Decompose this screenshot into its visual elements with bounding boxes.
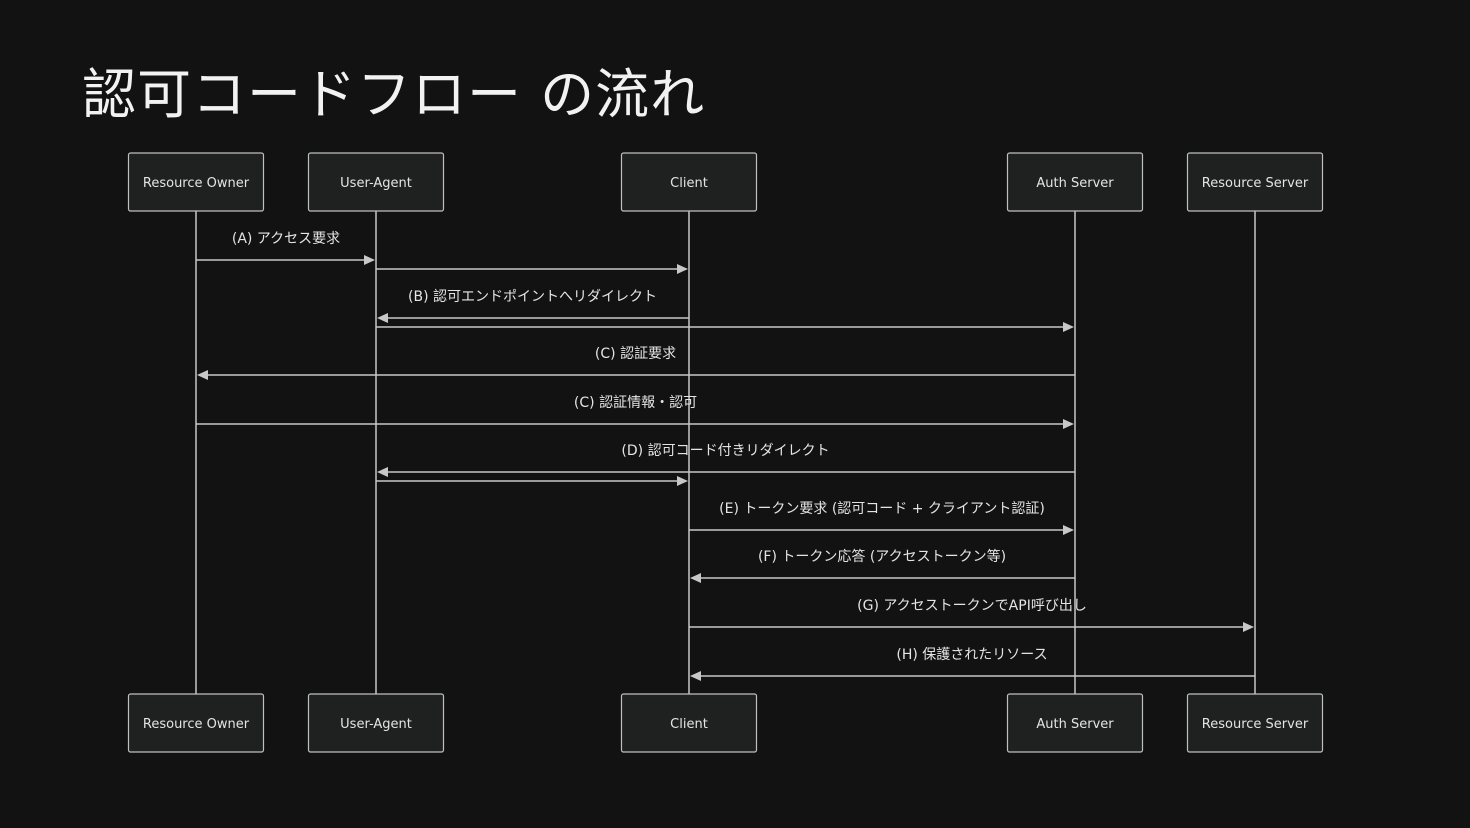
message-label: (D) 認可コード付きリダイレクト [621, 443, 829, 459]
participant-top-as: Auth Server [1006, 152, 1144, 212]
message-label: (A) アクセス要求 [232, 231, 340, 247]
participant-label: User-Agent [340, 176, 412, 191]
arrowhead [1063, 322, 1074, 332]
message-8: (E) トークン要求 (認可コード + クライアント認証) [689, 501, 1074, 535]
arrowhead [197, 370, 208, 380]
participant-bottom-ro: Resource Owner [127, 693, 265, 753]
participant-label: Resource Owner [143, 176, 250, 191]
message-1 [376, 264, 688, 274]
message-2: (B) 認可エンドポイントへリダイレクト [377, 289, 689, 323]
arrowhead [677, 476, 688, 486]
participant-label: Auth Server [1036, 176, 1114, 191]
participant-box [307, 152, 445, 212]
arrowhead [1243, 622, 1254, 632]
participant-bottom-as: Auth Server [1006, 693, 1144, 753]
message-label: (B) 認可エンドポイントへリダイレクト [408, 289, 657, 305]
participant-box [127, 693, 265, 753]
arrowhead [1063, 419, 1074, 429]
participant-bottom-ua: User-Agent [307, 693, 445, 753]
participant-bottom-rs: Resource Server [1186, 693, 1324, 753]
message-label: (F) トークン応答 (アクセストークン等) [758, 548, 1006, 565]
arrowhead [377, 313, 388, 323]
arrowhead [690, 573, 701, 583]
arrowhead [364, 255, 375, 265]
message-3 [376, 322, 1074, 332]
participant-box [127, 152, 265, 212]
participant-box [1006, 693, 1144, 753]
message-label: (E) トークン要求 (認可コード + クライアント認証) [719, 501, 1045, 517]
message-6: (D) 認可コード付きリダイレクト [377, 443, 1075, 477]
participant-label: Client [670, 717, 708, 732]
participant-box [1006, 152, 1144, 212]
participant-top-rs: Resource Server [1186, 152, 1324, 212]
message-label: (C) 認証要求 [595, 346, 676, 362]
participant-label: Resource Server [1202, 717, 1309, 732]
message-4: (C) 認証要求 [197, 346, 1075, 380]
participant-label: Resource Owner [143, 717, 250, 732]
participant-label: User-Agent [340, 717, 412, 732]
message-0: (A) アクセス要求 [196, 231, 375, 265]
message-label: (C) 認証情報・認可 [574, 395, 697, 411]
participant-top-ua: User-Agent [307, 152, 445, 212]
participant-label: Resource Server [1202, 176, 1309, 191]
message-label: (G) アクセストークンでAPI呼び出し [857, 598, 1087, 614]
participant-top-ro: Resource Owner [127, 152, 265, 212]
message-7 [376, 476, 688, 486]
page-title: 認可コードフロー の流れ [82, 63, 706, 126]
arrowhead [377, 467, 388, 477]
message-label: (H) 保護されたリソース [896, 647, 1047, 663]
message-11: (H) 保護されたリソース [690, 647, 1255, 681]
participant-box [620, 152, 758, 212]
participant-top-client: Client [620, 152, 758, 212]
arrowhead [1063, 525, 1074, 535]
participant-box [1186, 152, 1324, 212]
participant-bottom-client: Client [620, 693, 758, 753]
participant-box [307, 693, 445, 753]
arrowhead [690, 671, 701, 681]
message-9: (F) トークン応答 (アクセストークン等) [690, 548, 1075, 583]
message-10: (G) アクセストークンでAPI呼び出し [689, 598, 1254, 632]
message-5: (C) 認証情報・認可 [196, 395, 1074, 429]
participant-box [620, 693, 758, 753]
arrowhead [677, 264, 688, 274]
participant-label: Auth Server [1036, 717, 1114, 732]
participant-box [1186, 693, 1324, 753]
participant-label: Client [670, 176, 708, 191]
